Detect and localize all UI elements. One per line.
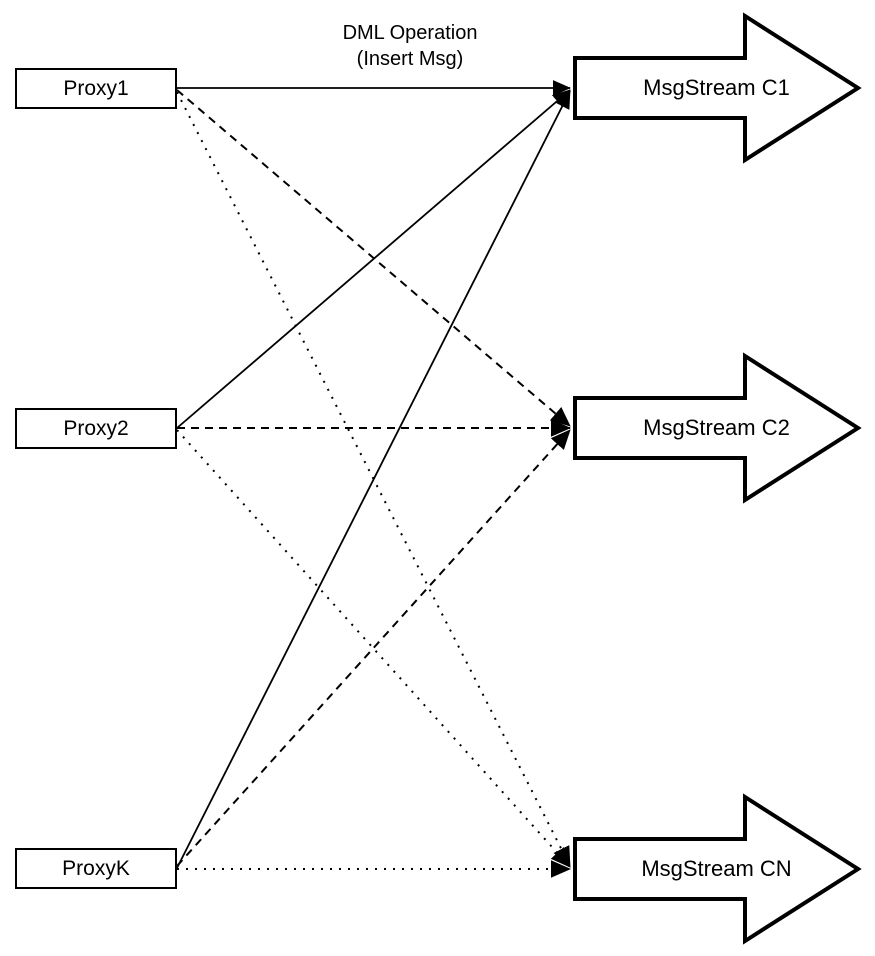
edge-proxyk-msgstream-c2 — [176, 429, 571, 867]
dml-operation-annotation: DML Operation (Insert Msg) — [310, 20, 510, 72]
annotation-line-1: DML Operation — [342, 22, 478, 44]
msgstream-c1-arrow-shape — [573, 12, 862, 164]
edge-proxy1-msgstream-c2 — [176, 89, 571, 427]
edge-proxy1-msgstream-cn — [176, 91, 571, 867]
proxy2-node: Proxy2 — [15, 408, 177, 449]
proxyk-node: ProxyK — [15, 848, 177, 889]
annotation-line-2: (Insert Msg) — [356, 48, 464, 70]
proxy2-label: Proxy2 — [63, 416, 129, 440]
edge-proxyk-msgstream-c1 — [176, 90, 571, 869]
msgstream-c2-arrow-shape — [573, 352, 862, 504]
msgstream-cn-arrow-shape — [573, 793, 862, 945]
proxy1-label: Proxy1 — [63, 76, 129, 100]
proxyk-label: ProxyK — [62, 856, 130, 880]
proxy1-node: Proxy1 — [15, 68, 177, 109]
